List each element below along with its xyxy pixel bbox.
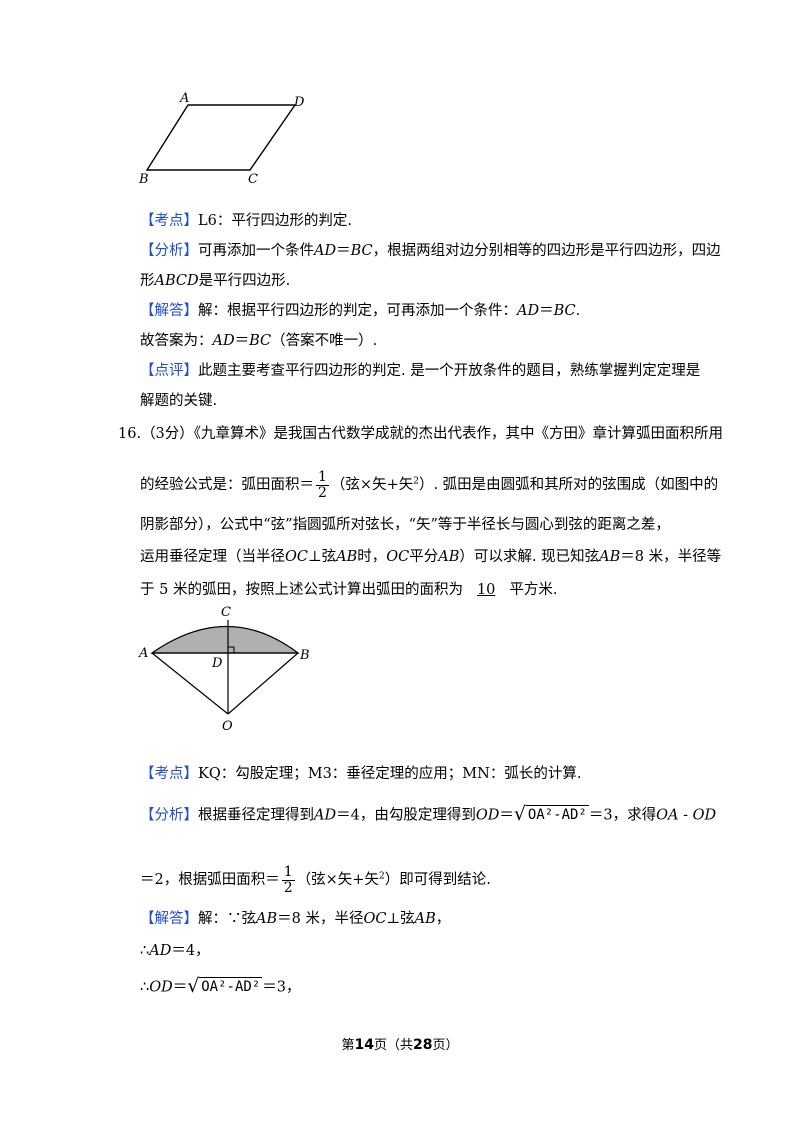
sol16-jieda: 【解答】解：∵弦AB＝8 米，半径OC⊥弦AB， xyxy=(140,911,451,927)
label-A: A xyxy=(179,91,189,106)
arc-field-figure: C A D B O xyxy=(138,605,310,734)
q16-line1: 16.（3分）《九章算术》是我国古代数学成就的杰出代表作，其中《方田》章计算弧田… xyxy=(118,426,724,442)
dianping-tag: 【点评】 xyxy=(140,363,198,379)
label-C: C xyxy=(221,605,231,620)
label-D: D xyxy=(211,656,223,671)
answer-blank: 10 xyxy=(476,582,496,598)
q16-line3: 阴影部分），公式中“弦”指圆弧所对弦长，“矢”等于半径长与圆心到弦的距离之差， xyxy=(140,517,670,533)
jieda-tag: 【解答】 xyxy=(140,303,198,319)
sol16-step2: ∴OD＝√OA²-AD²＝3， xyxy=(140,975,301,997)
sol16-step1: ∴AD＝4， xyxy=(140,943,210,959)
sol16-kaodian: 【考点】KQ：勾股定理；M3：垂径定理的应用；MN：弧长的计算. xyxy=(140,766,582,782)
sqrt-expression: √OA²-AD² xyxy=(187,975,263,997)
q15-fenxi-line1: 【分析】可再添加一个条件AD＝BC，根据两组对边分别相等的四边形是平行四边形，四… xyxy=(140,243,721,259)
q16-line4: 运用垂径定理（当半径OC⊥弦AB时，OC平分AB）可以求解. 现已知弦AB＝8 … xyxy=(140,549,722,565)
fenxi-tag: 【分析】 xyxy=(140,243,198,259)
label-C: C xyxy=(248,172,258,187)
q15-answer: 故答案为：AD＝BC（答案不唯一）. xyxy=(140,333,378,349)
total-pages: 28 xyxy=(413,1037,433,1053)
parallelogram-figure: A D B C xyxy=(138,91,305,187)
label-A: A xyxy=(138,646,148,661)
q15-dianping-line1: 【点评】此题主要考查平行四边形的判定. 是一个开放条件的题目，熟练掌握判定定理是 xyxy=(140,363,701,379)
q15-fenxi-line2: 形ABCD是平行四边形. xyxy=(140,273,291,289)
q15-dianping-line2: 解题的关键. xyxy=(140,393,218,409)
label-B: B xyxy=(138,172,149,187)
label-O: O xyxy=(222,719,233,734)
q15-kaodian: 【考点】L6：平行四边形的判定. xyxy=(140,213,352,229)
label-B: B xyxy=(299,648,310,663)
page-number: 14 xyxy=(354,1037,374,1053)
label-D: D xyxy=(293,95,305,110)
page-footer: 第14页（共28页） xyxy=(341,1037,459,1053)
sol16-fenxi-line1: 【分析】根据垂径定理得到AD＝4，由勾股定理得到OD＝√OA²-AD²＝3，求得… xyxy=(140,803,717,825)
kaodian-tag: 【考点】 xyxy=(140,213,198,229)
sqrt-expression: √OA²-AD² xyxy=(513,803,589,825)
question-number: 16. xyxy=(118,426,142,442)
q15-jieda: 【解答】解：根据平行四边形的判定，可再添加一个条件：AD＝BC. xyxy=(140,303,581,319)
